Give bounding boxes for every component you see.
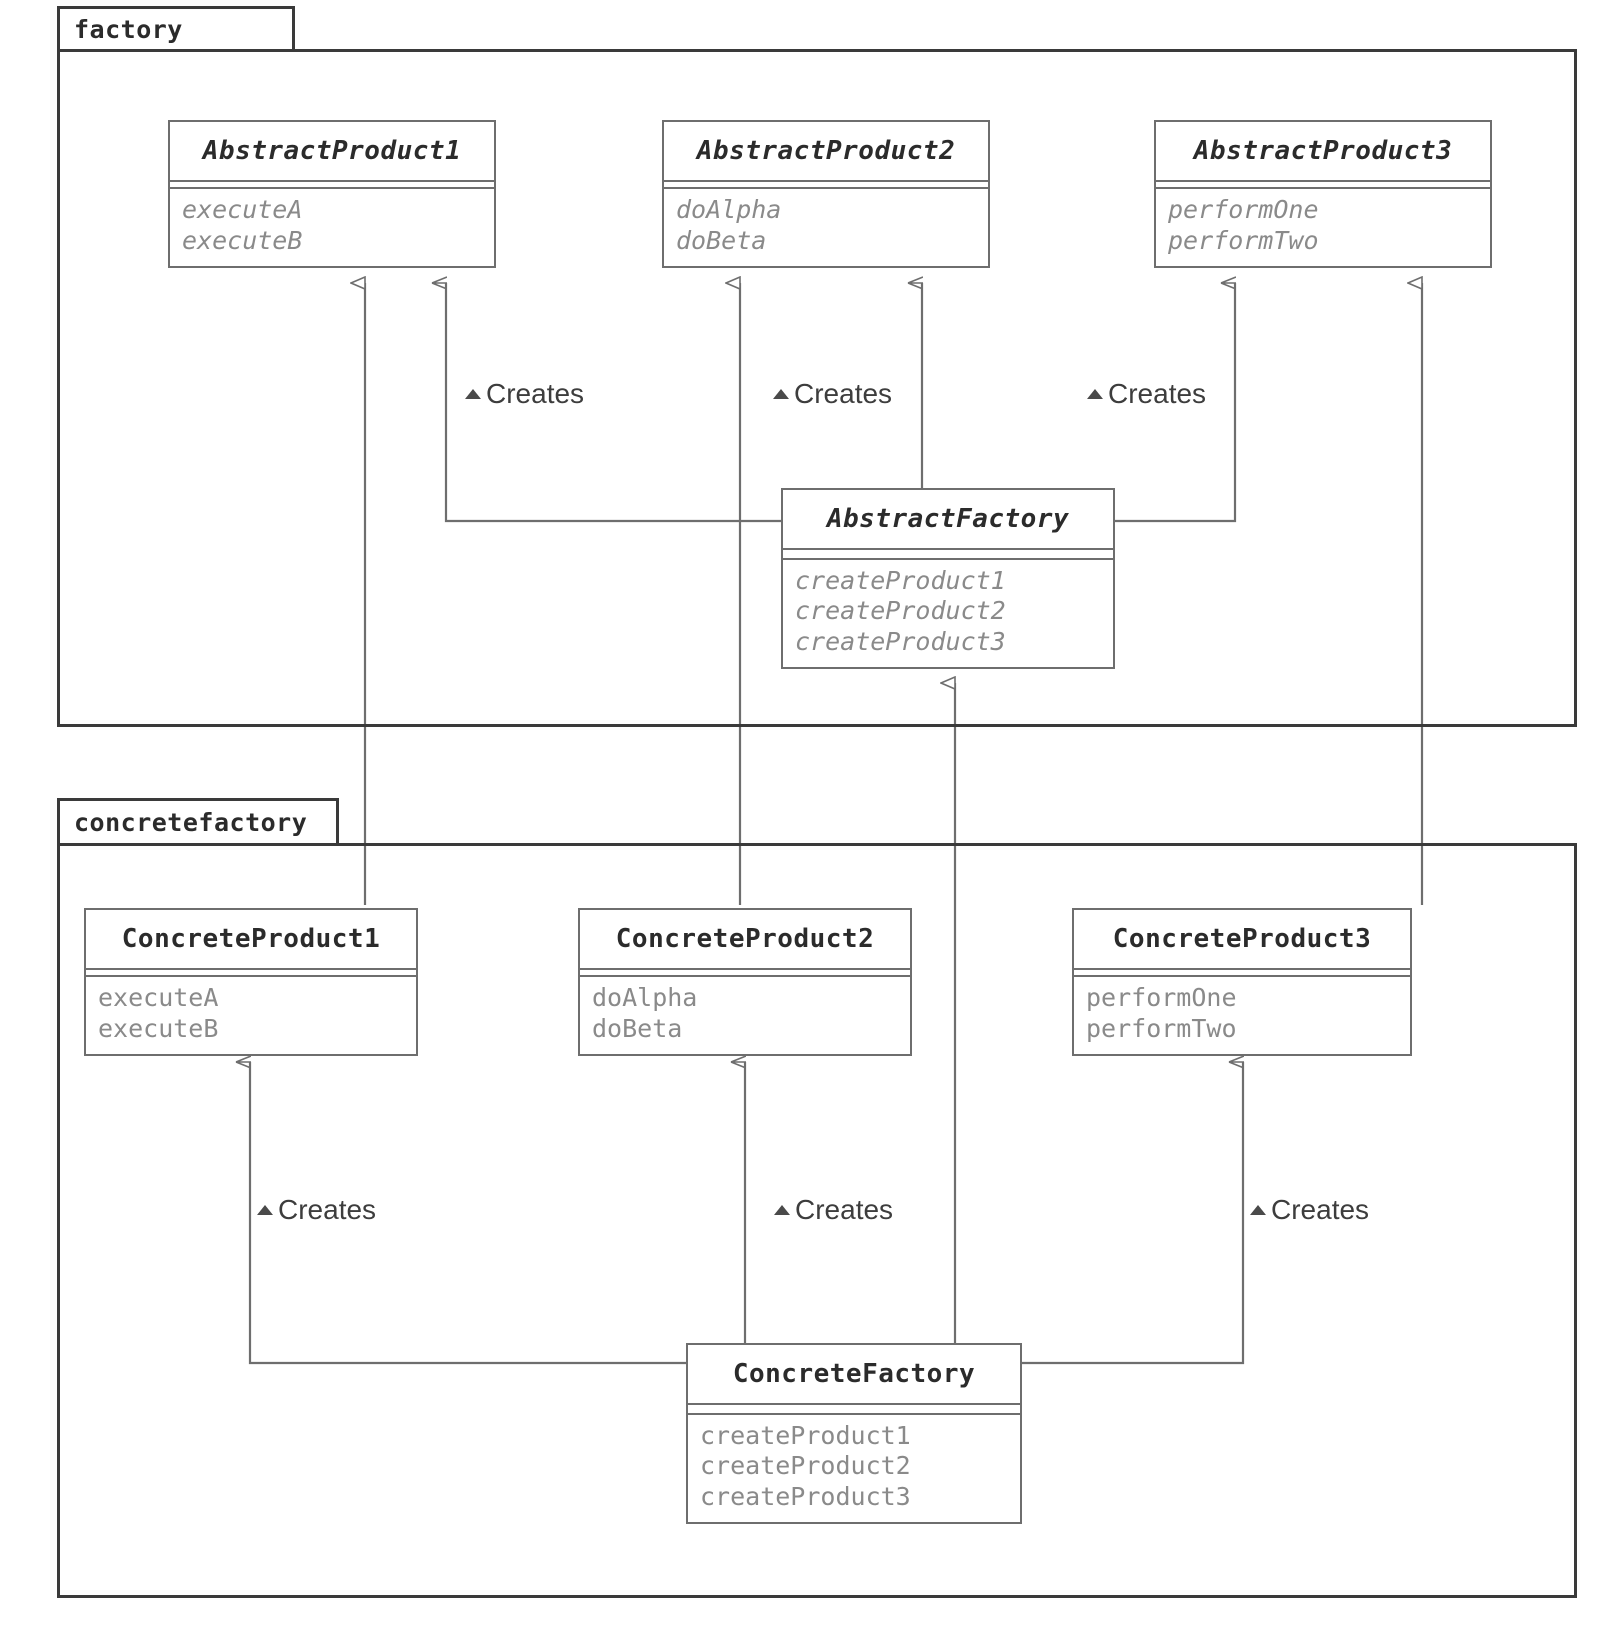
triangle-marker-icon bbox=[257, 1205, 273, 1215]
operation-row: doBeta bbox=[676, 225, 767, 255]
package-tab-concretefactory[interactable]: concretefactory bbox=[57, 798, 339, 846]
operation-row: performTwo bbox=[1168, 225, 1319, 255]
class-box-concreteproduct2[interactable]: ConcreteProduct2 doAlpha doBeta bbox=[578, 908, 912, 1056]
edge-dependency-af-ap3 bbox=[1114, 283, 1237, 523]
operation-row: createProduct2 bbox=[795, 596, 1006, 625]
triangle-marker-icon bbox=[465, 389, 481, 399]
edge-label-text: Creates bbox=[795, 1194, 894, 1225]
class-box-abstractproduct1[interactable]: AbstractProduct1 executeA executeB bbox=[168, 120, 496, 268]
class-attributes-compartment bbox=[580, 968, 910, 975]
operation-row: createProduct1 bbox=[795, 565, 1006, 595]
class-operations-compartment: performOne performTwo bbox=[1074, 975, 1410, 1054]
package-body-concretefactory bbox=[57, 843, 1577, 1598]
edge-label-creates-ap2: Creates bbox=[773, 378, 892, 410]
package-tab-label: factory bbox=[74, 14, 183, 44]
class-name-abstractproduct2: AbstractProduct2 bbox=[696, 136, 956, 166]
class-operations-compartment: performOne performTwo bbox=[1156, 187, 1490, 266]
class-attributes-compartment bbox=[1156, 180, 1490, 187]
triangle-marker-icon bbox=[774, 1205, 790, 1215]
class-attributes-compartment bbox=[170, 180, 494, 187]
triangle-marker-icon bbox=[1250, 1205, 1266, 1215]
edge-label-text: Creates bbox=[1271, 1194, 1370, 1225]
edge-dependency-cf-cp3 bbox=[1022, 1062, 1245, 1365]
class-name-abstractproduct1: AbstractProduct1 bbox=[202, 136, 462, 166]
edge-label-creates-ap1: Creates bbox=[465, 378, 584, 410]
class-operations-compartment: executeA executeB bbox=[86, 975, 416, 1054]
class-box-abstractproduct3[interactable]: AbstractProduct3 performOne performTwo bbox=[1154, 120, 1492, 268]
class-name-concreteproduct3: ConcreteProduct3 bbox=[1112, 924, 1372, 954]
edge-dependency-cf-cp1 bbox=[250, 1062, 686, 1365]
class-operations-compartment: doAlpha doBeta bbox=[580, 975, 910, 1054]
operation-row: doAlpha bbox=[592, 983, 698, 1012]
class-operations-compartment: createProduct1 createProduct2 createProd… bbox=[688, 1412, 1020, 1523]
class-attributes-compartment bbox=[1074, 968, 1410, 975]
operation-row: createProduct1 bbox=[700, 1420, 911, 1450]
edge-label-creates-cp1: Creates bbox=[257, 1194, 376, 1226]
class-box-abstractproduct2[interactable]: AbstractProduct2 doAlpha doBeta bbox=[662, 120, 990, 268]
class-box-concreteproduct3[interactable]: ConcreteProduct3 performOne performTwo bbox=[1072, 908, 1412, 1056]
class-operations-compartment: executeA executeB bbox=[170, 187, 494, 266]
operation-row: createProduct3 bbox=[700, 1481, 911, 1511]
package-tab-label: concretefactory bbox=[74, 807, 308, 837]
triangle-marker-icon bbox=[773, 389, 789, 399]
operation-row: executeA bbox=[182, 195, 303, 224]
package-tab-factory[interactable]: factory bbox=[57, 6, 295, 52]
class-attributes-compartment bbox=[664, 180, 988, 187]
operation-row: performTwo bbox=[1086, 1013, 1237, 1043]
package-body-factory bbox=[57, 49, 1577, 727]
operation-row: doBeta bbox=[592, 1013, 683, 1043]
operation-row: executeA bbox=[98, 983, 219, 1012]
class-box-concreteproduct1[interactable]: ConcreteProduct1 executeA executeB bbox=[84, 908, 418, 1056]
edge-label-text: Creates bbox=[486, 378, 585, 409]
class-name-concretefactory: ConcreteFactory bbox=[732, 1359, 976, 1389]
operation-row: performOne bbox=[1086, 983, 1237, 1012]
class-box-concretefactory[interactable]: ConcreteFactory createProduct1 createPro… bbox=[686, 1343, 1022, 1524]
class-attributes-compartment bbox=[783, 548, 1113, 558]
class-name-abstractfactory: AbstractFactory bbox=[826, 504, 1070, 534]
edge-label-text: Creates bbox=[1108, 378, 1207, 409]
class-operations-compartment: doAlpha doBeta bbox=[664, 187, 988, 266]
operation-row: doAlpha bbox=[676, 195, 782, 224]
triangle-marker-icon bbox=[1087, 389, 1103, 399]
operation-row: executeB bbox=[98, 1013, 219, 1043]
edge-label-text: Creates bbox=[794, 378, 893, 409]
class-operations-compartment: createProduct1 createProduct2 createProd… bbox=[783, 557, 1113, 668]
edge-dependency-af-ap1 bbox=[446, 283, 781, 523]
edge-label-creates-cp2: Creates bbox=[774, 1194, 893, 1226]
operation-row: performOne bbox=[1168, 195, 1319, 224]
edge-label-text: Creates bbox=[278, 1194, 377, 1225]
edge-label-creates-ap3: Creates bbox=[1087, 378, 1206, 410]
class-box-abstractfactory[interactable]: AbstractFactory createProduct1 createPro… bbox=[781, 488, 1115, 669]
operation-row: executeB bbox=[182, 225, 303, 255]
class-name-concreteproduct2: ConcreteProduct2 bbox=[615, 924, 875, 954]
class-name-concreteproduct1: ConcreteProduct1 bbox=[121, 924, 381, 954]
class-attributes-compartment bbox=[86, 968, 416, 975]
class-name-abstractproduct3: AbstractProduct3 bbox=[1193, 136, 1453, 166]
edge-label-creates-cp3: Creates bbox=[1250, 1194, 1369, 1226]
operation-row: createProduct2 bbox=[700, 1451, 911, 1480]
operation-row: createProduct3 bbox=[795, 626, 1006, 656]
class-attributes-compartment bbox=[688, 1403, 1020, 1413]
